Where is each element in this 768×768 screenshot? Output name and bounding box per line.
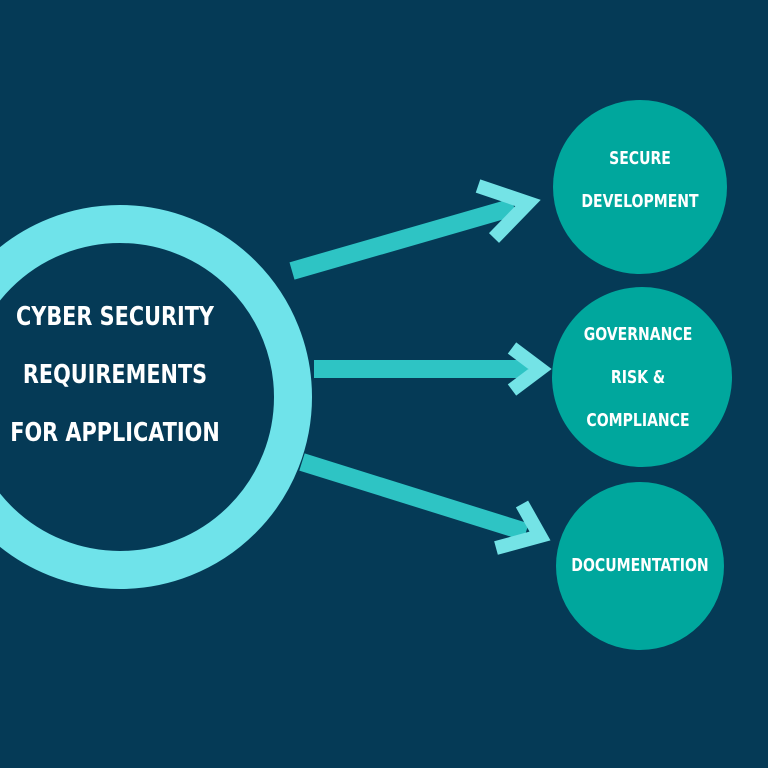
arrow-shaft-documentation — [299, 453, 529, 541]
hub-label-line: REQUIREMENTS — [22, 360, 208, 390]
hub-label: CYBER SECURITY REQUIREMENTS FOR APPLICAT… — [0, 280, 239, 470]
satellite-label-line: DEVELOPMENT — [581, 191, 699, 212]
satellite-label-line: COMPLIANCE — [586, 409, 690, 431]
hub-label-line: FOR APPLICATION — [10, 418, 220, 448]
satellite-label-line: RISK & — [610, 366, 666, 388]
satellite-label-line: DOCUMENTATION — [571, 554, 709, 576]
arrow-head-documentation — [494, 500, 551, 555]
satellite-label-line: GOVERNANCE — [583, 323, 693, 345]
satellite-label-governance: GOVERNANCE RISK & COMPLIANCE — [544, 312, 731, 442]
satellite-label-documentation: DOCUMENTATION — [554, 540, 726, 590]
arrow-head-governance — [507, 342, 552, 396]
hub-label-line: CYBER SECURITY — [16, 302, 214, 332]
arrow-shaft-secure-development — [289, 198, 517, 280]
satellite-circle-documentation — [556, 482, 724, 650]
satellite-label-line: SECURE — [609, 148, 671, 169]
satellite-circle-secure-development — [553, 100, 727, 274]
satellite-circle-governance — [552, 287, 732, 467]
hub-ring — [0, 205, 312, 589]
satellite-label-secure-development: SECURE DEVELOPMENT — [554, 132, 726, 228]
arrow-head-secure-development — [475, 179, 541, 243]
